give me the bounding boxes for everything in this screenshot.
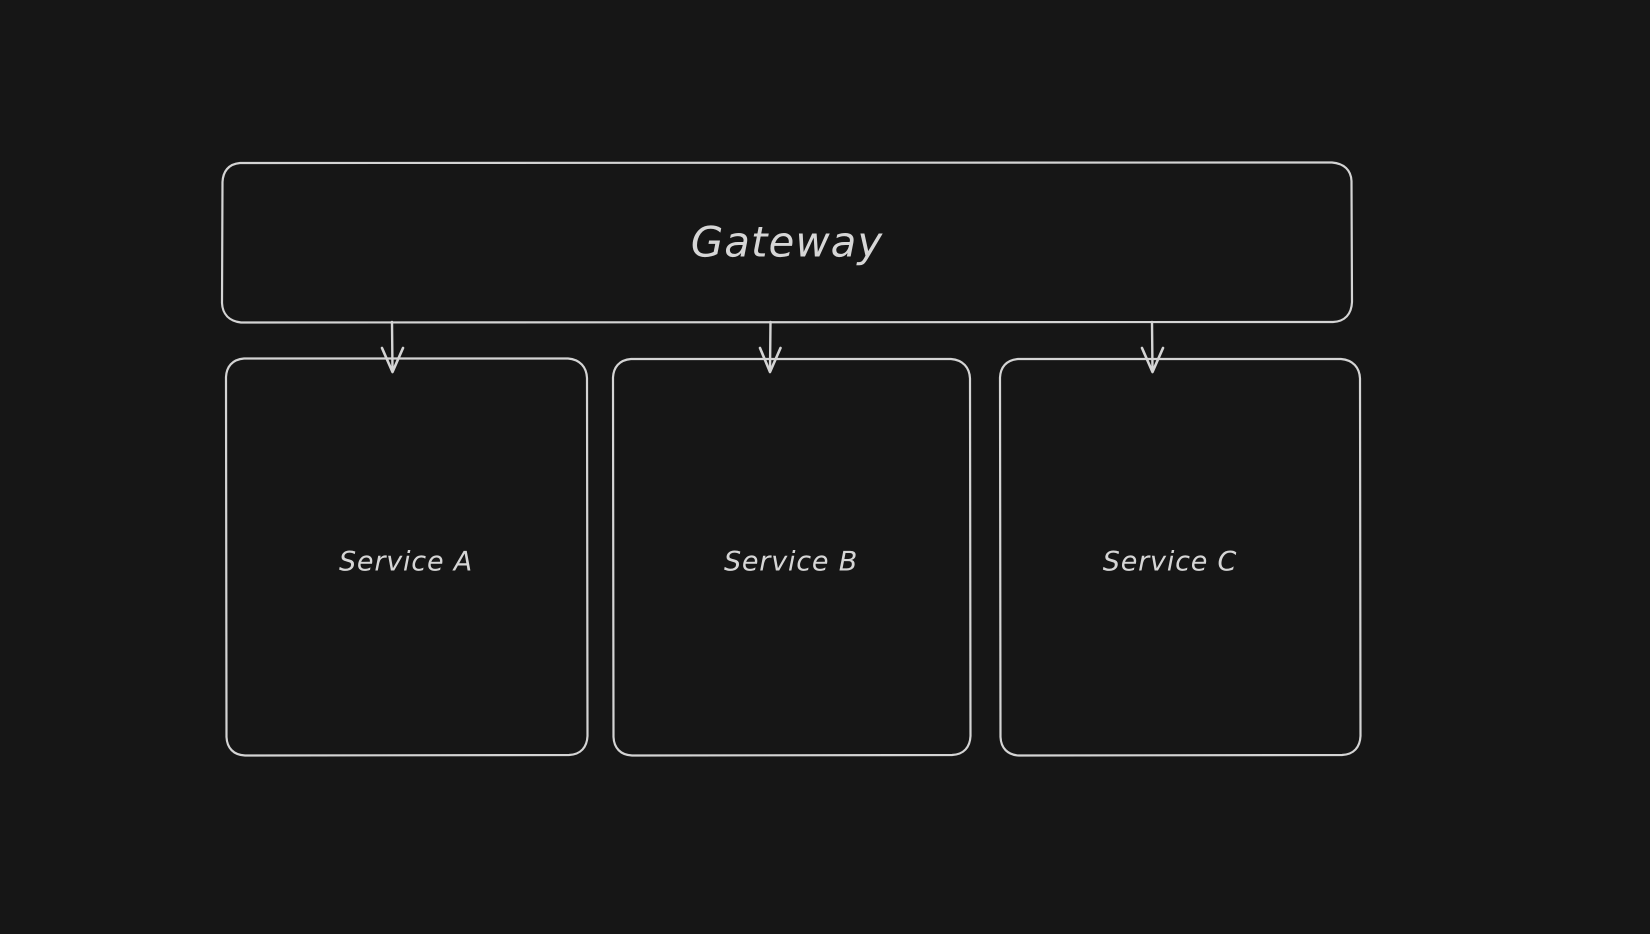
node-service-b-outline[interactable] — [611, 357, 972, 757]
node-service-c-outline[interactable] — [998, 357, 1362, 757]
edge-gateway-service-a — [380, 320, 405, 374]
node-service-a-outline[interactable] — [224, 357, 589, 757]
node-gateway-outline[interactable] — [220, 161, 1354, 324]
edge-gateway-service-b — [758, 320, 782, 374]
edge-gateway-service-c — [1140, 320, 1165, 374]
